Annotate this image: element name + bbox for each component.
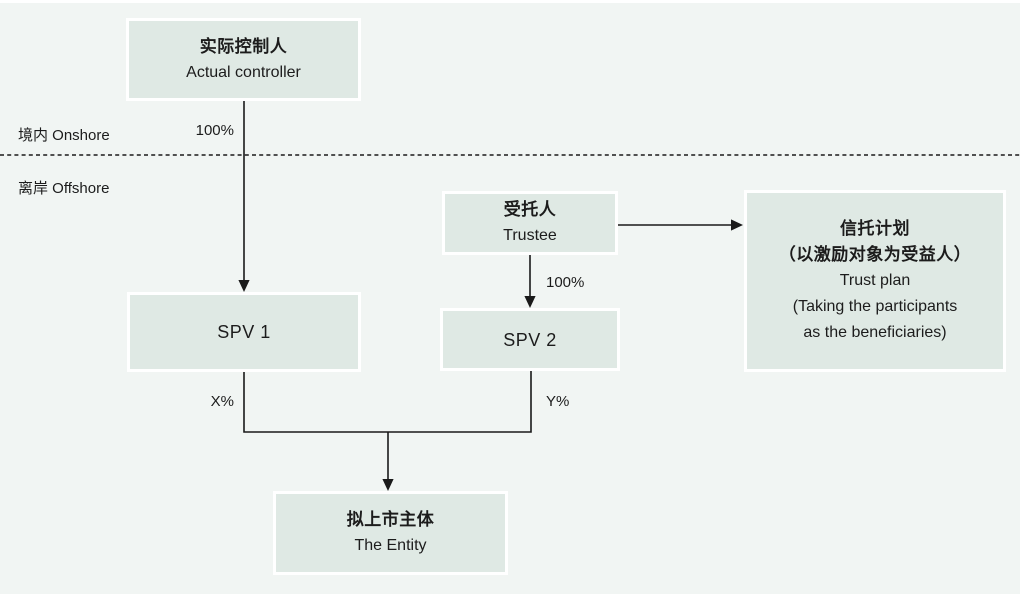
entity-label-en: The Entity <box>354 537 427 554</box>
trustee-label-zh: 受托人 <box>503 200 557 219</box>
arrow-trustee-to-spv2 <box>524 255 536 308</box>
arrow-trustee-to-trust-plan <box>618 219 743 231</box>
actual-controller-label-zh: 实际控制人 <box>199 36 288 56</box>
connector-spv-to-entity <box>243 368 532 491</box>
entity-label-zh: 拟上市主体 <box>346 510 435 529</box>
arrow-controller-to-spv1 <box>238 98 250 292</box>
edge-label-100pct-trustee: 100% <box>546 274 585 291</box>
node-actual-controller: 实际控制人 Actual controller <box>126 18 361 101</box>
edge-label-100pct-controller: 100% <box>195 122 234 139</box>
trust-plan-label-zh-1: 信托计划 <box>840 219 910 238</box>
trust-plan-label-en-3: as the beneficiaries) <box>803 324 947 341</box>
actual-controller-label-en: Actual controller <box>186 63 301 81</box>
trust-plan-label-en-2: (Taking the participants <box>792 298 958 315</box>
region-label-offshore: 离岸 Offshore <box>18 180 110 197</box>
spv2-label: SPV 2 <box>503 329 557 350</box>
node-spv2: SPV 2 <box>440 308 620 371</box>
trustee-label-en: Trustee <box>503 227 557 244</box>
trust-plan-label-zh-2: （以激励对象为受益人） <box>778 245 972 264</box>
trust-plan-label-en-1: Trust plan <box>839 272 911 289</box>
edge-label-ypct: Y% <box>546 393 570 410</box>
edge-label-xpct: X% <box>210 393 234 410</box>
node-spv1: SPV 1 <box>127 292 361 372</box>
spv1-label: SPV 1 <box>217 322 271 342</box>
region-label-onshore: 境内 Onshore <box>18 127 110 144</box>
node-trustee: 受托人 Trustee <box>442 191 618 255</box>
node-entity: 拟上市主体 The Entity <box>273 491 508 575</box>
node-trust-plan: 信托计划 （以激励对象为受益人） Trust plan (Taking the … <box>744 190 1006 372</box>
